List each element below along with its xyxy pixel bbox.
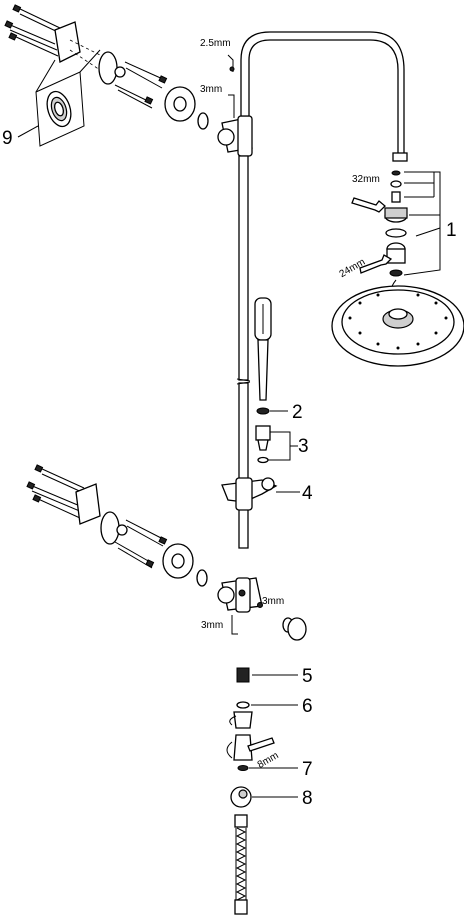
head-shower-parts: 1 32mm 24mm [338,170,457,301]
wrench-24mm: 24mm [338,254,393,280]
callout-9: 9 [2,128,13,149]
hex-key-lower-left [231,615,238,635]
hex-key-lower-left-label: 3mm [201,620,223,631]
callout-3: 3 [298,436,309,457]
shower-hose [234,814,248,915]
hex-key-lower-right-label: 3mm [262,596,284,607]
hex-key-8mm: 8mm [247,737,281,771]
upper-wall-mount: 9 [2,4,168,149]
upper-bracket-flange [98,51,118,85]
part-2-seal [256,407,270,415]
wall-seal-ring [46,90,72,128]
wrench-24mm-label: 24mm [338,257,368,280]
callout-2: 2 [292,402,303,423]
callout-5: 5 [302,666,313,687]
lower-rosette [162,543,194,579]
lower-wall-screws [26,464,87,519]
part-3-swivel [255,425,271,464]
overhead-shower-arm: 2.5mm [200,31,408,162]
part-4-slider-holder [221,477,278,511]
callout-6: 6 [302,696,313,717]
hand-shower [254,297,272,401]
lower-o-ring [196,569,208,587]
upper-wall-plate [54,21,81,63]
part-5-nipple [236,667,250,683]
part-6-check-valve [229,701,253,729]
lower-bracket-flange [100,511,120,545]
upper-o-ring [197,112,209,130]
part-8-ball-joint [230,786,252,808]
upper-bracket-screws [114,61,168,109]
hex-key-top-label: 2.5mm [200,38,231,49]
part-7-adapter [226,734,253,771]
lower-wall-mount [26,464,168,569]
head-shower-disk [331,285,464,367]
lower-end-cap [257,602,307,641]
upper-rosette [164,86,196,122]
callout-8: 8 [302,788,313,809]
callout-1: 1 [446,220,457,241]
callout-4: 4 [302,483,313,504]
upper-wall-screws [4,4,63,57]
callout-7: 7 [302,759,313,780]
lower-bracket-screws [114,519,168,569]
inset-box [35,71,85,147]
wrench-32mm: 32mm [351,174,386,213]
lower-wall-plate [75,483,101,525]
lower-slider-bracket [217,577,263,613]
wrench-32mm-label: 32mm [352,174,380,185]
shower-riser-pipe [236,155,251,549]
upper-slider-bracket: 3mm [200,84,253,157]
hex-key-upper-label: 3mm [200,84,222,95]
